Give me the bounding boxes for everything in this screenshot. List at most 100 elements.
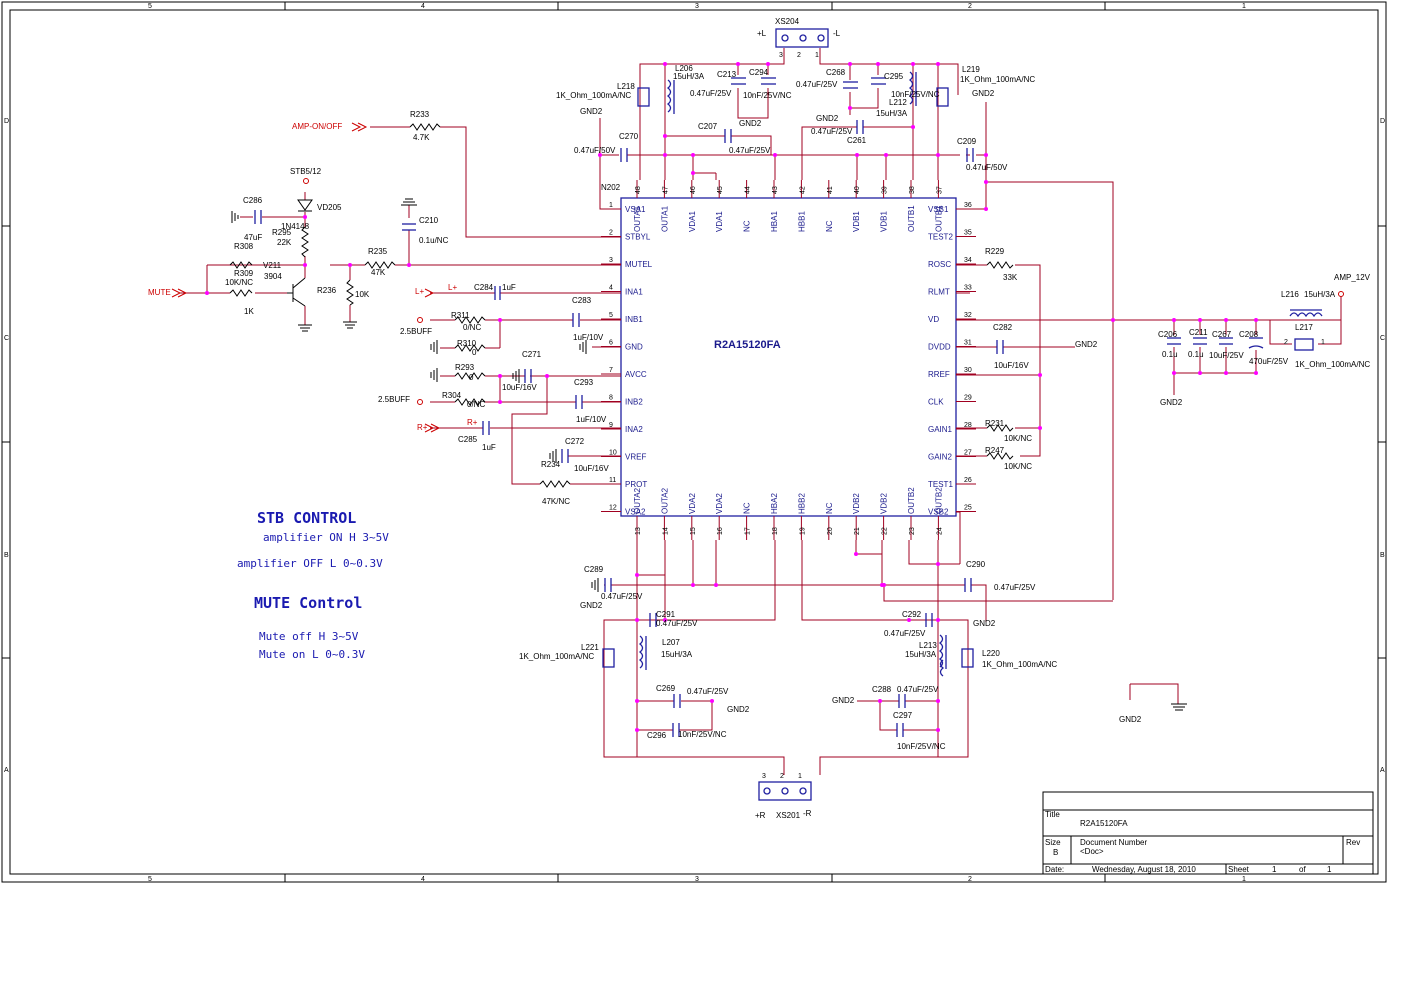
- ic-pin-number: 23: [909, 527, 916, 535]
- component-label: GND2: [739, 119, 762, 128]
- ic-pin-number: 29: [964, 395, 972, 402]
- component-label: 0.47uF/25V: [811, 127, 853, 136]
- junction-dot: [407, 263, 411, 267]
- junction-dot: [205, 291, 209, 295]
- component-label: C207: [698, 122, 718, 131]
- junction-dot: [348, 263, 352, 267]
- junction-dot: [691, 171, 695, 175]
- junction-dot: [545, 374, 549, 378]
- ic-pin-number: 24: [936, 527, 943, 535]
- ic-pin-name: OUTA1: [633, 205, 642, 232]
- component-label: STB5/12: [290, 167, 322, 176]
- ic-pin-name: VSB1: [928, 205, 949, 214]
- ic-pin-number: 37: [936, 186, 943, 194]
- frame-col-label-top: 3: [695, 3, 699, 10]
- ic-pin-name: NC: [825, 220, 834, 232]
- ic-pin-number: 43: [772, 186, 779, 194]
- component-label: 1: [798, 773, 802, 780]
- ic-pin-name: INA1: [625, 288, 643, 297]
- ic-pin-number: 36: [964, 202, 972, 209]
- component-label: R295: [272, 228, 292, 237]
- component-label: C289: [584, 565, 604, 574]
- ic-pin-name: ROSC: [928, 260, 951, 269]
- ic-pin-name: MUTEL: [625, 260, 653, 269]
- component-label: 10nF/25V/NC: [891, 90, 940, 99]
- ic-pin-number: 34: [964, 257, 972, 264]
- ic-pin-name: NC: [743, 220, 752, 232]
- ic-pin-name: INA2: [625, 425, 643, 434]
- component-label: 10K: [355, 290, 370, 299]
- junction-dot: [635, 728, 639, 732]
- junction-dot: [598, 153, 602, 157]
- component-label: L221: [581, 643, 599, 652]
- stb-on-note: amplifier ON H 3~5V: [263, 531, 389, 544]
- junction-dot: [1038, 373, 1042, 377]
- ic-pin-number: 30: [964, 367, 972, 374]
- junction-dot: [635, 699, 639, 703]
- component-label: R304: [442, 391, 462, 400]
- component-label: GND2: [973, 619, 996, 628]
- stb-off-note: amplifier OFF L 0~0.3V: [237, 557, 383, 570]
- component-label: 0.47uF/25V: [690, 89, 732, 98]
- ic-pin-number: 35: [964, 230, 972, 237]
- ic-pin-name: VSA1: [625, 205, 646, 214]
- component-label: 15uH/3A: [673, 72, 705, 81]
- component-label: 0/NC: [467, 400, 485, 409]
- ic-pin-number: 13: [635, 527, 642, 535]
- component-label: 0.47uF/25V: [994, 583, 1036, 592]
- component-label: 47K: [371, 268, 386, 277]
- ic-pin-number: 11: [609, 477, 616, 484]
- sheet-label: Sheet: [1228, 865, 1250, 874]
- junction-dot: [1254, 318, 1258, 322]
- component-label: GND2: [816, 114, 839, 123]
- ic-pin-number: 42: [799, 186, 806, 194]
- ic-pin-number: 19: [799, 527, 806, 535]
- junction-dot: [1198, 318, 1202, 322]
- ic-pin-name: GAIN2: [928, 453, 953, 462]
- ic-pin-name: VD: [928, 315, 939, 324]
- component-label: C282: [993, 323, 1013, 332]
- ic-pin-number: 18: [772, 527, 779, 535]
- component-label: C269: [656, 684, 676, 693]
- mute-on-note: Mute on L 0~0.3V: [259, 648, 365, 661]
- component-label: 10K/NC: [1004, 462, 1032, 471]
- component-label: 0.47uF/50V: [574, 146, 616, 155]
- component-label: L213: [919, 641, 937, 650]
- component-label: 0: [472, 348, 477, 357]
- junction-dot: [848, 106, 852, 110]
- junction-dot: [303, 215, 307, 219]
- ic-pin-name: INB1: [625, 315, 643, 324]
- ic-pin-name: NC: [825, 502, 834, 514]
- component-label: C296: [647, 731, 667, 740]
- ic-pin-number: 32: [964, 312, 972, 319]
- stb-control-title: STB CONTROL: [257, 509, 356, 527]
- frame-col-label-top: 2: [968, 3, 972, 10]
- ic-pin-number: 20: [827, 527, 834, 535]
- component-label: L206: [675, 64, 693, 73]
- component-label: 47K/NC: [542, 497, 570, 506]
- junction-dot: [663, 62, 667, 66]
- junction-dot: [936, 618, 940, 622]
- junction-dot: [884, 153, 888, 157]
- ic-pin-name: RREF: [928, 370, 950, 379]
- junction-dot: [882, 583, 886, 587]
- component-label: C285: [458, 435, 478, 444]
- frame-row-label-right: B: [1380, 552, 1385, 559]
- component-label: R309: [234, 269, 254, 278]
- junction-dot: [663, 134, 667, 138]
- ic-pin-name: OUTB2: [907, 487, 916, 514]
- component-label: 0/NC: [463, 323, 481, 332]
- frame-col-label-bottom: 4: [421, 876, 425, 883]
- component-label: 15uH/3A: [905, 650, 937, 659]
- frame-row-label-left: B: [4, 552, 9, 559]
- component-label: GND2: [972, 89, 995, 98]
- ic-pin-number: 45: [717, 186, 724, 194]
- sheet-value: 1: [1272, 865, 1277, 874]
- component-label: C283: [572, 296, 592, 305]
- component-label: -R: [803, 809, 812, 818]
- ic-pin-number: 5: [609, 312, 613, 319]
- ic-pin-name: HBA1: [770, 211, 779, 232]
- date-value: Wednesday, August 18, 2010: [1092, 865, 1196, 874]
- ic-pin-name: AVCC: [625, 370, 647, 379]
